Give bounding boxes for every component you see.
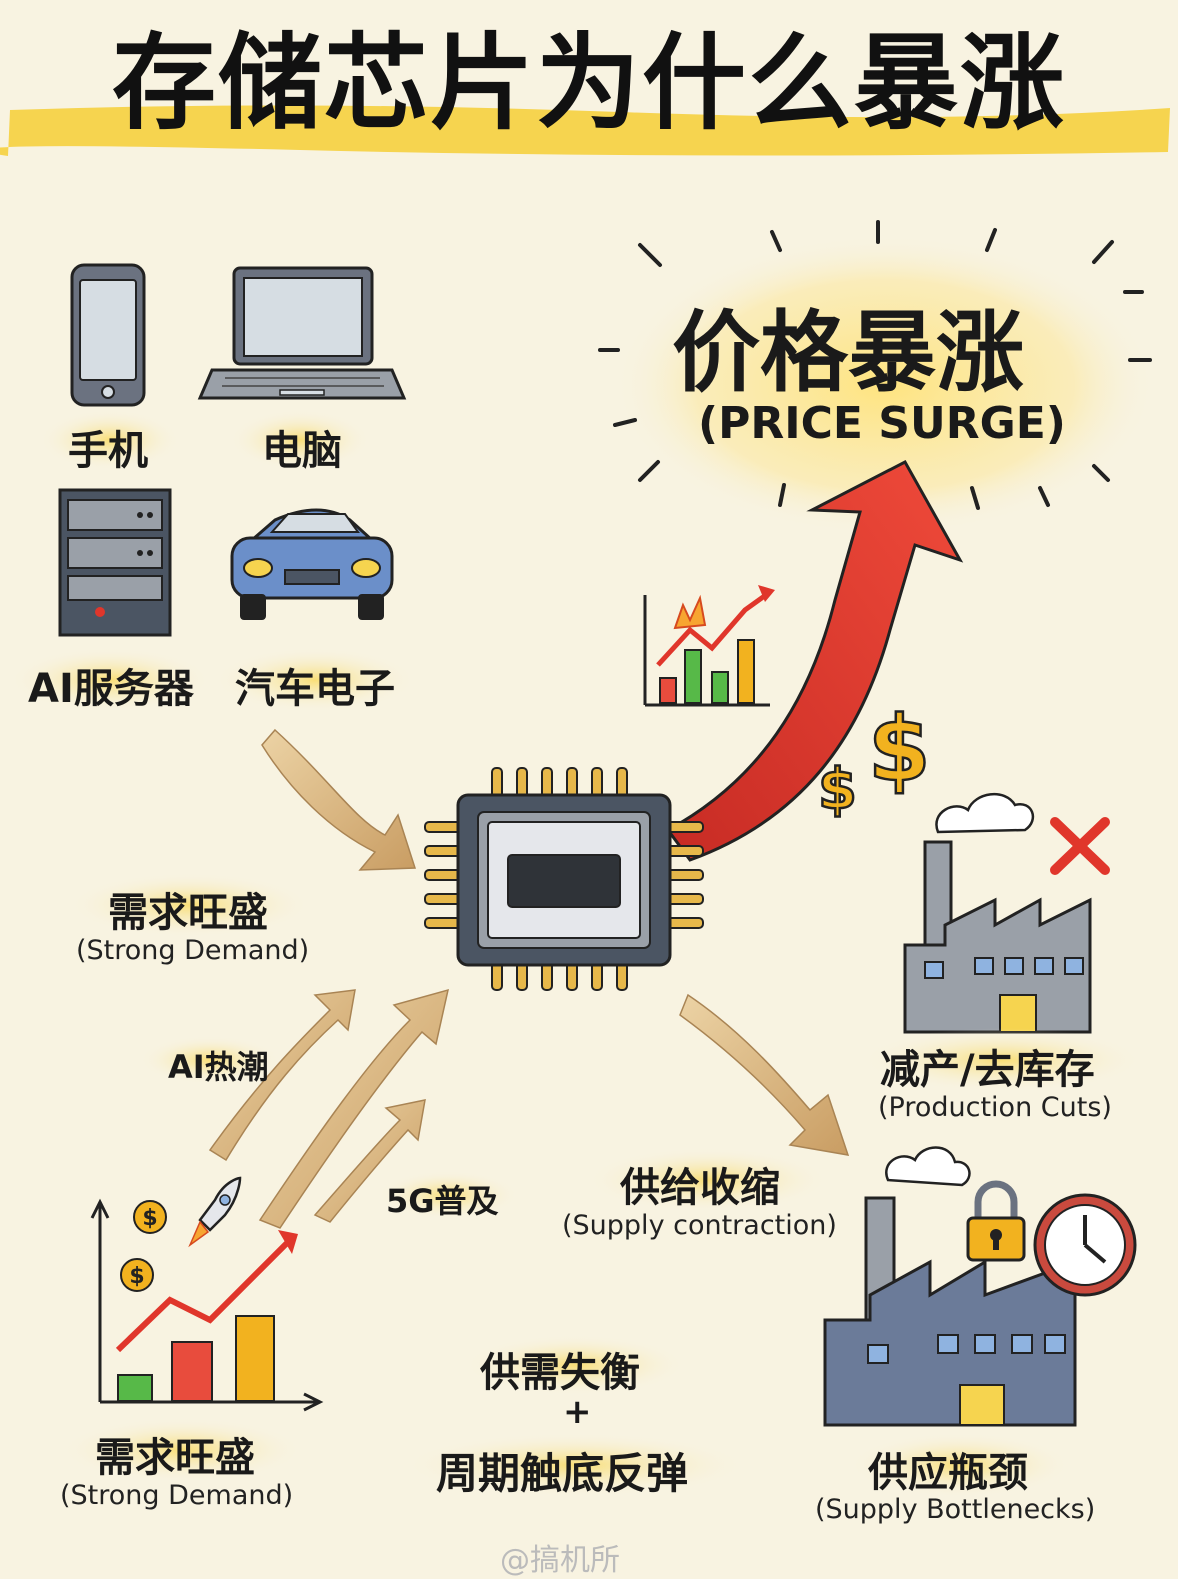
device-label-laptop: 电脑 (262, 428, 342, 474)
device-label-phone: 手机 (68, 428, 148, 474)
clock-icon (1033, 1193, 1137, 1297)
rocket-icon (188, 1176, 242, 1248)
supply-contraction-en: (Supply contraction) (562, 1210, 837, 1241)
factory-icon-bottleneck (823, 1146, 1137, 1427)
server-icon (58, 488, 172, 637)
laptop-icon (197, 266, 407, 400)
imbalance-label: 供需失衡 (480, 1350, 640, 1396)
phone-icon (70, 263, 146, 407)
padlock-icon (966, 1180, 1026, 1262)
title-highlight (0, 105, 1170, 156)
cycle-rebound-label: 周期触底反弹 (436, 1449, 689, 1498)
price-surge-arrow (665, 460, 964, 862)
device-label-car: 汽车电子 (235, 666, 395, 712)
strong-demand-en-bottom: (Strong Demand) (60, 1480, 294, 1511)
surge-rays (598, 220, 1152, 510)
dollar-icon-small: $ (818, 757, 857, 822)
ai-trend-label: AI热潮 (168, 1048, 269, 1086)
coin-dollar-icon: $ (142, 1206, 157, 1231)
supply-contraction-label: 供给收缩 (620, 1165, 780, 1211)
demand-arrow-top (261, 728, 417, 871)
supply-arrow (679, 993, 850, 1156)
price-surge-subtitle: (PRICE SURGE) (698, 398, 1066, 449)
rising-chart-large: $ $ (90, 1176, 324, 1412)
dollar-signs: $ $ (817, 696, 932, 824)
dollar-icon-large: $ (868, 697, 931, 802)
price-surge-title: 价格暴涨 (672, 301, 1025, 404)
rising-chart-small (643, 585, 775, 707)
car-icon (230, 508, 394, 620)
page-title: 存储芯片为什么暴涨 (111, 22, 1066, 144)
strong-demand-label-bottom: 需求旺盛 (95, 1435, 255, 1481)
production-cuts-en: (Production Cuts) (878, 1092, 1112, 1123)
ai-trend-arrow (208, 989, 356, 1162)
close-x-icon (1050, 817, 1110, 875)
bottleneck-label: 供应瓶颈 (868, 1450, 1028, 1496)
5g-arrow (313, 1099, 426, 1223)
demand-arrow-main (258, 988, 450, 1229)
strong-demand-label-top: 需求旺盛 (108, 890, 268, 936)
factory-icon-cuts (903, 792, 1110, 1034)
strong-demand-en-top: (Strong Demand) (76, 935, 310, 966)
memory-chip-icon (424, 767, 704, 991)
production-cuts-label: 减产/去库存 (880, 1047, 1095, 1093)
bottleneck-en: (Supply Bottlenecks) (815, 1494, 1096, 1525)
device-label-server: AI服务器 (28, 666, 194, 712)
surge-glow (615, 235, 1155, 535)
watermark: @搞机所 (500, 1543, 620, 1578)
5g-label: 5G普及 (386, 1182, 499, 1220)
plus-sign: + (563, 1392, 592, 1432)
coin-dollar-icon: $ (129, 1264, 144, 1289)
